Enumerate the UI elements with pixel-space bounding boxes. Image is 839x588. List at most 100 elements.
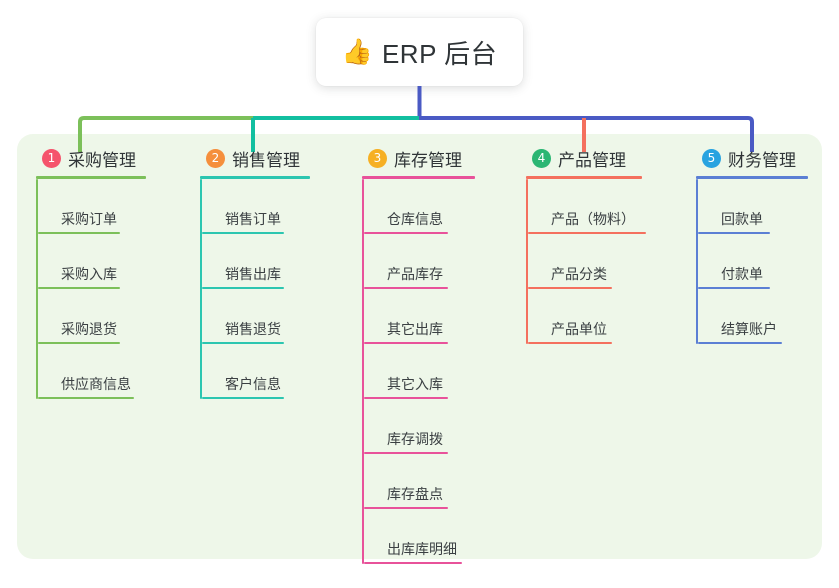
list-item-rule <box>202 287 284 289</box>
list-item[interactable]: 销售出库 <box>200 234 350 289</box>
column-2: 2 销售管理销售订单销售出库销售退货客户信息 <box>200 146 350 399</box>
column-badge-icon: 3 <box>368 148 387 168</box>
list-item-label: 库存盘点 <box>387 486 443 502</box>
list-item-rule <box>38 287 120 289</box>
list-item-label: 其它入库 <box>387 376 443 392</box>
column-items: 产品（物料） 产品分类产品单位 <box>526 179 686 344</box>
list-item[interactable]: 库存盘点 <box>362 454 522 509</box>
list-item-rule <box>364 287 448 289</box>
list-item-label: 供应商信息 <box>61 376 131 392</box>
column-items: 采购订单采购入库采购退货供应商信息 <box>36 179 186 399</box>
column-badge-icon: 5 <box>702 148 721 168</box>
list-item[interactable]: 付款单 <box>696 234 839 289</box>
column-title: 采购管理 <box>68 150 136 170</box>
column-header-4[interactable]: 4 产品管理 <box>526 146 686 170</box>
list-item-rule <box>698 342 782 344</box>
list-item-rule <box>38 342 120 344</box>
list-item[interactable]: 产品分类 <box>526 234 686 289</box>
list-item-label: 其它出库 <box>387 321 443 337</box>
list-item-label: 采购订单 <box>61 211 117 227</box>
list-item-label: 仓库信息 <box>387 211 443 227</box>
list-item-label: 销售出库 <box>225 266 281 282</box>
list-item[interactable]: 采购订单 <box>36 179 186 234</box>
list-item[interactable]: 其它入库 <box>362 344 522 399</box>
column-items: 仓库信息产品库存其它出库其它入库库存调拨库存盘点出库库明细 <box>362 179 522 564</box>
list-item-label: 采购退货 <box>61 321 117 337</box>
column-title: 产品管理 <box>558 150 626 170</box>
list-item[interactable]: 库存调拨 <box>362 399 522 454</box>
column-badge-icon: 4 <box>532 148 551 168</box>
column-title: 财务管理 <box>728 150 796 170</box>
diagram-panel <box>17 134 822 559</box>
list-item-rule <box>38 232 120 234</box>
list-item-rule <box>202 397 284 399</box>
list-item-rule <box>364 562 462 564</box>
list-item-rule <box>38 397 134 399</box>
list-item[interactable]: 产品库存 <box>362 234 522 289</box>
list-item-label: 库存调拨 <box>387 431 443 447</box>
column-spine <box>526 179 528 344</box>
column-items: 销售订单销售出库销售退货客户信息 <box>200 179 350 399</box>
column-5: 5 财务管理回款单付款单结算账户 <box>696 146 839 344</box>
list-item[interactable]: 仓库信息 <box>362 179 522 234</box>
list-item-label: 产品库存 <box>387 266 443 282</box>
list-item-rule <box>528 232 646 234</box>
list-item-label: 出库库明细 <box>387 541 457 557</box>
column-4: 4 产品管理产品（物料） 产品分类产品单位 <box>526 146 686 344</box>
column-3: 3 库存管理仓库信息产品库存其它出库其它入库库存调拨库存盘点出库库明细 <box>362 146 522 564</box>
column-header-rule <box>526 176 642 179</box>
list-item-label: 产品（物料） <box>551 211 635 227</box>
list-item-label: 客户信息 <box>225 376 281 392</box>
list-item[interactable]: 结算账户 <box>696 289 839 344</box>
root-node[interactable]: 👍 ERP 后台 <box>316 18 523 86</box>
list-item[interactable]: 出库库明细 <box>362 509 522 564</box>
list-item-rule <box>528 287 612 289</box>
root-node-title: ERP 后台 <box>381 38 498 69</box>
list-item-rule <box>364 397 448 399</box>
list-item[interactable]: 销售退货 <box>200 289 350 344</box>
list-item[interactable]: 客户信息 <box>200 344 350 399</box>
column-spine <box>362 179 364 564</box>
list-item-rule <box>364 507 448 509</box>
list-item[interactable]: 采购退货 <box>36 289 186 344</box>
list-item-rule <box>364 452 448 454</box>
column-header-3[interactable]: 3 库存管理 <box>362 146 522 170</box>
column-header-rule <box>696 176 808 179</box>
list-item[interactable]: 产品（物料） <box>526 179 686 234</box>
list-item-rule <box>202 342 284 344</box>
list-item[interactable]: 回款单 <box>696 179 839 234</box>
column-header-rule <box>36 176 146 179</box>
list-item-label: 付款单 <box>721 266 763 282</box>
column-title: 销售管理 <box>232 150 300 170</box>
column-header-1[interactable]: 1 采购管理 <box>36 146 186 170</box>
list-item[interactable]: 供应商信息 <box>36 344 186 399</box>
column-header-5[interactable]: 5 财务管理 <box>696 146 839 170</box>
column-spine <box>200 179 202 399</box>
column-badge-icon: 1 <box>42 148 61 168</box>
list-item[interactable]: 销售订单 <box>200 179 350 234</box>
list-item-label: 回款单 <box>721 211 763 227</box>
list-item-label: 结算账户 <box>721 321 777 337</box>
thumbs-up-icon: 👍 <box>341 37 373 66</box>
list-item-label: 采购入库 <box>61 266 117 282</box>
column-header-2[interactable]: 2 销售管理 <box>200 146 350 170</box>
list-item-rule <box>698 232 770 234</box>
list-item[interactable]: 其它出库 <box>362 289 522 344</box>
column-spine <box>696 179 698 344</box>
list-item-label: 销售订单 <box>225 211 281 227</box>
list-item-label: 产品分类 <box>551 266 607 282</box>
column-spine <box>36 179 38 399</box>
column-items: 回款单付款单结算账户 <box>696 179 839 344</box>
column-title: 库存管理 <box>394 150 462 170</box>
list-item-rule <box>698 287 770 289</box>
list-item-rule <box>364 342 448 344</box>
list-item-rule <box>364 232 448 234</box>
column-badge-icon: 2 <box>206 148 225 168</box>
list-item-label: 销售退货 <box>225 321 281 337</box>
list-item-rule <box>202 232 284 234</box>
list-item[interactable]: 产品单位 <box>526 289 686 344</box>
list-item[interactable]: 采购入库 <box>36 234 186 289</box>
list-item-rule <box>528 342 612 344</box>
column-header-rule <box>200 176 310 179</box>
